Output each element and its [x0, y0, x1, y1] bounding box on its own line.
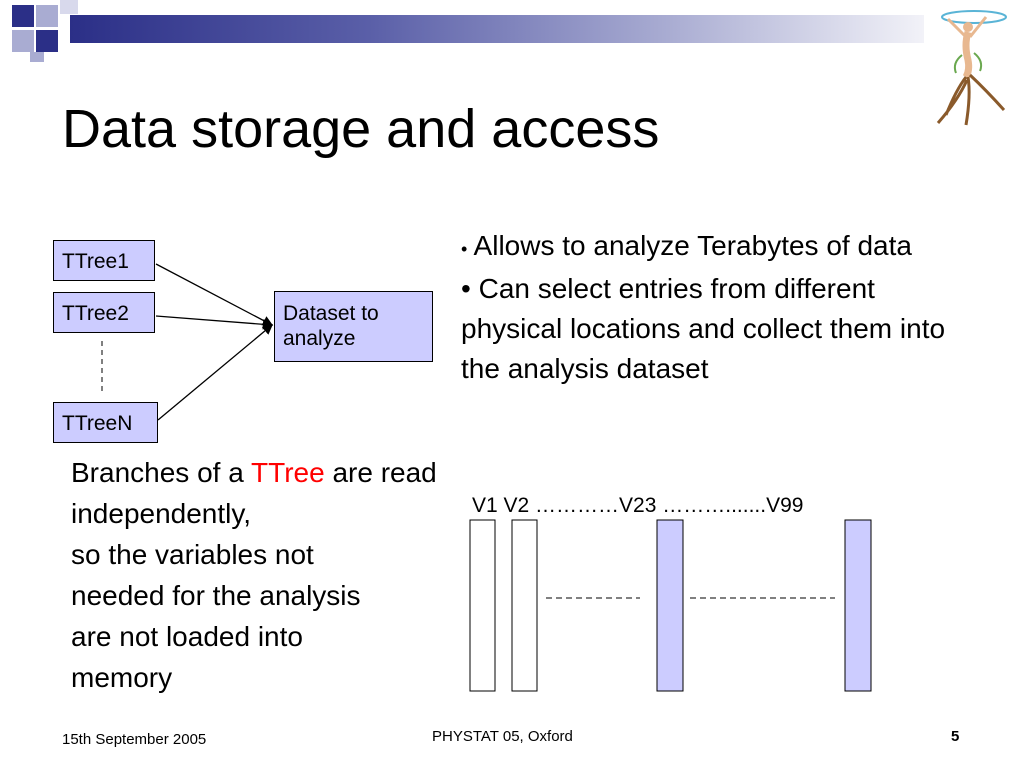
variable-bar-v99 — [844, 519, 872, 692]
ttree2-label: TTree2 — [62, 302, 129, 325]
bullet-marker: • — [461, 273, 471, 304]
slide-title: Data storage and access — [62, 99, 660, 159]
bullet-item: • Allows to analyze Terabytes of data — [461, 226, 951, 269]
corner-square — [36, 30, 58, 52]
footer-event: PHYSTAT 05, Oxford — [432, 728, 573, 745]
ttreen-box: TTreeN — [53, 402, 158, 443]
bullet-item: • Can select entries from different phys… — [461, 269, 951, 389]
root-tree-figure-icon — [936, 10, 1007, 126]
bullet-text: Allows to analyze Terabytes of data — [473, 230, 912, 261]
variable-bar-v23 — [656, 519, 684, 692]
branches-line: are not loaded into — [71, 621, 303, 652]
corner-square — [36, 5, 58, 27]
branches-line: so the variables not — [71, 539, 314, 570]
corner-square — [12, 5, 34, 27]
slide-number: 5 — [951, 728, 960, 745]
branches-line: memory — [71, 662, 173, 693]
title-gradient-bar — [70, 15, 924, 43]
arrow-ttree2 — [155, 315, 274, 330]
variables-header: V1 V2 …………V23 ……….......V99 — [472, 494, 804, 517]
ttree-highlight: TTree — [251, 457, 325, 488]
bullet-text: Can select entries from different physic… — [461, 273, 946, 384]
corner-square — [60, 0, 78, 14]
ttree1-box: TTree1 — [53, 240, 155, 281]
bullet-list: • Allows to analyze Terabytes of data • … — [461, 226, 951, 389]
arrow-ttree1 — [155, 263, 274, 326]
variable-bar-v2 — [511, 519, 538, 692]
variable-bar-v1 — [469, 519, 496, 692]
corner-square — [30, 52, 44, 62]
branches-line: needed for the analysis — [71, 580, 361, 611]
branches-text-part2: are read independently, — [71, 457, 437, 529]
branches-line: Branches of a TTree are read independent… — [71, 452, 451, 534]
corner-square — [12, 30, 34, 52]
bullet-marker: • — [461, 239, 468, 259]
branches-text-part1: Branches of a — [71, 457, 252, 488]
ttreen-label: TTreeN — [62, 412, 133, 435]
branches-paragraph: Branches of a TTree are read independent… — [71, 452, 451, 698]
ttree1-label: TTree1 — [62, 250, 129, 273]
dataset-box: Dataset to analyze — [274, 291, 433, 362]
ttree2-box: TTree2 — [53, 292, 155, 333]
arrow-ttreen — [157, 324, 273, 421]
dataset-label-line2: analyze — [283, 327, 356, 350]
dataset-label-line1: Dataset to — [283, 302, 379, 325]
footer-date: 15th September 2005 — [62, 731, 207, 748]
